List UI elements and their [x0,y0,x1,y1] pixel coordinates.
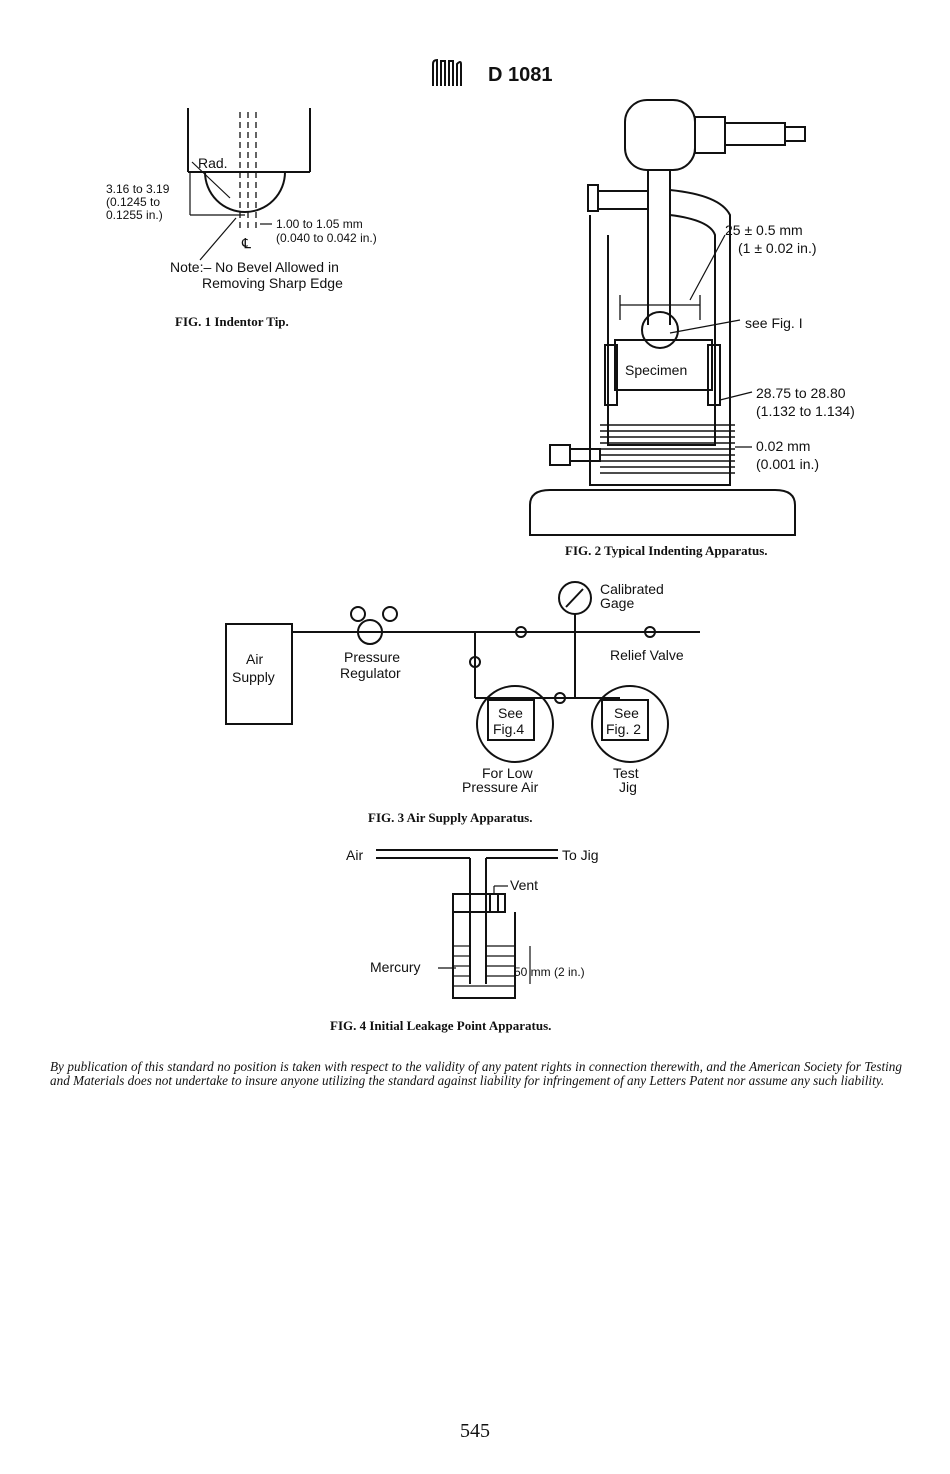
fig3-see4-2: Fig.4 [493,721,524,737]
fig1-centerline: ℄ [241,235,251,251]
patent-disclaimer: By publication of this standard no posit… [50,1059,902,1088]
fig4-vent-label: Vent [510,877,538,893]
fig3-relief-valve: Relief Valve [610,647,684,663]
fig1-dim2-b: (0.040 to 0.042 in.) [276,231,377,245]
fig1-note-a: Note:– No Bevel Allowed in [170,259,339,275]
fig1-dim1-b: (0.1245 to [106,195,160,209]
fig2-diagram: 25 ± 0.5 mm (1 ± 0.02 in.) see Fig. I Sp… [529,99,855,536]
fig3-regulator-1: Pressure [344,649,400,665]
astm-logo-mark [432,58,462,86]
fig4-caption: FIG. 4 Initial Leakage Point Apparatus. [330,1018,552,1033]
astm-logo [430,58,464,93]
fig1-dim2-a: 1.00 to 1.05 mm [276,217,363,231]
fig1-rad-label: Rad. [198,155,228,171]
fig3-jig-1: Test [613,765,639,781]
fig3-regulator-2: Regulator [340,665,401,681]
fig3-gage-2: Gage [600,595,634,611]
fig1-dim1-a: 3.16 to 3.19 [106,182,170,196]
fig2-dim-a1: 25 ± 0.5 mm [725,222,803,238]
fig2-see-fig1: see Fig. I [745,315,803,331]
fig2-dim-b1: 28.75 to 28.80 [756,385,846,401]
fig2-dim-a2: (1 ± 0.02 in.) [738,240,817,256]
fig4-mercury-label: Mercury [370,959,421,975]
fig3-see2-2: Fig. 2 [606,721,641,737]
fig2-specimen: Specimen [625,362,687,378]
fig3-air-supply-2: Supply [232,669,275,685]
fig3-air-supply-1: Air [246,651,263,667]
fig2-dim-b2: (1.132 to 1.134) [756,403,855,419]
fig3-diagram: Air Supply Pressure Regulator Calibrated… [225,581,700,795]
fig3-caption: FIG. 3 Air Supply Apparatus. [368,810,533,825]
fig4-air-label: Air [346,847,363,863]
fig4-diagram: Air To Jig Vent Mercury 50 mm (2 in.) [346,847,599,999]
standard-designation: D 1081 [488,64,553,86]
fig3-low-1: For Low [482,765,533,781]
fig3-see4-1: See [498,705,523,721]
fig2-dim-c1: 0.02 mm [756,438,810,454]
fig3-gage-1: Calibrated [600,581,664,597]
page-number: 545 [460,1420,490,1442]
fig3-low-2: Pressure Air [462,779,539,795]
fig4-depth-label: 50 mm (2 in.) [514,965,585,979]
fig1-dim1-c: 0.1255 in.) [106,208,163,222]
fig4-to-jig-label: To Jig [562,847,599,863]
fig1-note-b: Removing Sharp Edge [202,275,343,291]
fig2-dim-c2: (0.001 in.) [756,456,819,472]
fig1-diagram: Rad. 3.16 to 3.19 (0.1245 to 0.1255 in.)… [106,108,377,291]
fig2-caption: FIG. 2 Typical Indenting Apparatus. [565,543,768,558]
fig3-jig-2: Jig [619,779,637,795]
fig1-caption: FIG. 1 Indentor Tip. [175,314,289,329]
fig3-see2-1: See [614,705,639,721]
